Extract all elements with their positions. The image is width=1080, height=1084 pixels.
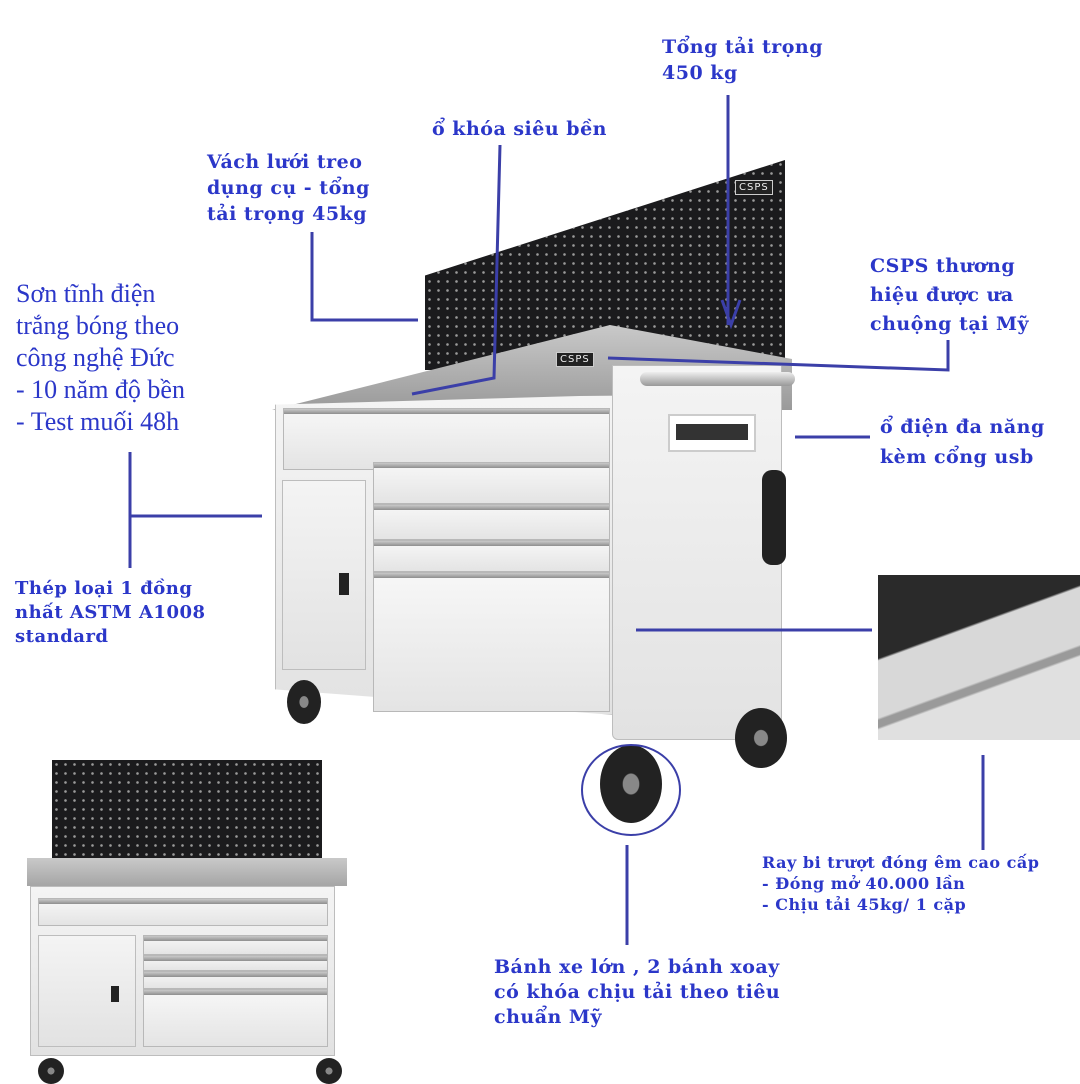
small-drawer-2 (143, 955, 328, 971)
label-pegboard: Vách lưới treo dụng cụ - tổng tải trọng … (207, 151, 370, 225)
line-paint-steel (128, 452, 262, 568)
drawer-4 (373, 572, 610, 712)
small-door (38, 935, 136, 1047)
label-rails: Ray bi trượt đóng êm cao cấp - Đóng mở 4… (762, 853, 1040, 914)
side-handle-icon (640, 372, 795, 386)
wheel-back-right (735, 708, 787, 768)
wheel-highlight-circle (581, 744, 681, 836)
small-drawer-3 (143, 971, 328, 989)
line-brand (607, 340, 950, 372)
front-logo: CSPS (556, 352, 594, 367)
line-pegboard (310, 232, 418, 322)
small-cabinet-photo: CSPS (0, 755, 360, 1084)
pegboard-logo: CSPS (735, 180, 773, 195)
power-outlet (668, 414, 756, 452)
drawer-3 (373, 540, 610, 572)
small-top-drawer (38, 898, 328, 926)
wheel-front (600, 745, 662, 823)
label-lock: ổ khóa siêu bền (432, 118, 607, 140)
label-wheels: Bánh xe lớn , 2 bánh xoay có khóa chịu t… (494, 956, 781, 1028)
cable-reel (762, 470, 786, 565)
drawer-2 (373, 504, 610, 540)
wheel-back-left (287, 680, 321, 724)
small-drawer-1 (143, 935, 328, 955)
line-total-load (720, 95, 742, 330)
drawer-rail-closeup (878, 575, 1080, 740)
small-drawer-4 (143, 989, 328, 1047)
small-pegboard (52, 760, 322, 860)
label-power: ổ điện đa năng kèm cổng usb (880, 416, 1045, 468)
cabinet-door (282, 480, 366, 670)
label-total-load: Tổng tải trọng 450 kg (662, 36, 824, 84)
door-lock-icon (339, 573, 349, 595)
label-paint: Sơn tĩnh điện trắng bóng theo công nghệ … (16, 279, 185, 436)
label-brand: CSPS thương hiệu được ưa chuộng tại Mỹ (870, 255, 1030, 335)
line-lock (411, 144, 502, 396)
label-steel: Thép loại 1 đồng nhất ASTM A1008 standar… (15, 578, 206, 647)
drawer-1 (373, 462, 610, 504)
small-worktop (27, 858, 347, 886)
